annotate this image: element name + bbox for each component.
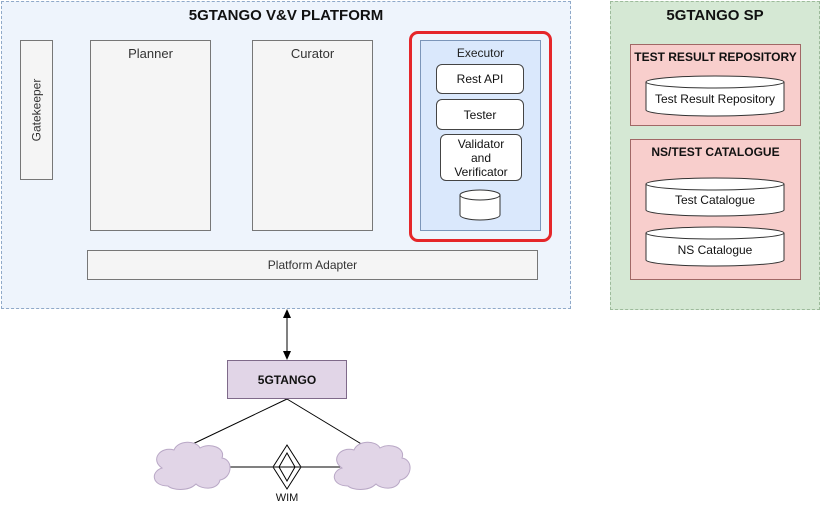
test-result-repository-title: TEST RESULT REPOSITORY xyxy=(634,50,797,64)
tester-label: Tester xyxy=(463,107,497,122)
adapter-to-node-arrow xyxy=(283,309,291,360)
wim-label: WIM xyxy=(275,492,299,504)
sp-title: 5GTANGO SP xyxy=(666,7,764,24)
rest-api-label: Rest API xyxy=(456,72,504,86)
link-right xyxy=(286,398,374,452)
right-cloud-icon xyxy=(333,441,411,490)
validator-label-line-2: and xyxy=(470,150,491,165)
curator-box[interactable]: Curator xyxy=(252,40,373,231)
executor-highlight xyxy=(409,31,552,242)
vv-platform-title: 5GTANGO V&V PLATFORM xyxy=(188,7,384,24)
platform-adapter-box[interactable]: Platform Adapter xyxy=(87,250,538,280)
test-catalogue-cylinder[interactable] xyxy=(645,177,785,217)
test-catalogue-label: Test Catalogue xyxy=(674,193,756,207)
validator-label-line-3: Verificator xyxy=(454,164,508,179)
curator-label: Curator xyxy=(290,46,335,61)
validator-label-line-1: Validator xyxy=(457,136,505,151)
rest-api-box[interactable]: Rest API xyxy=(436,64,524,94)
ns-catalogue-cylinder[interactable] xyxy=(645,226,785,267)
link-left xyxy=(177,398,288,452)
executor-label: Executor xyxy=(456,46,505,60)
tango-node-label: 5GTANGO xyxy=(257,372,317,387)
executor-database-icon xyxy=(459,189,501,221)
ns-catalogue-label: NS Catalogue xyxy=(677,243,753,257)
ns-test-catalogue-title: NS/TEST CATALOGUE xyxy=(651,145,780,159)
test-result-repository-cylinder[interactable] xyxy=(645,75,785,117)
tango-node-box[interactable]: 5GTANGO xyxy=(227,360,347,399)
test-result-repository-store-label: Test Result Repository xyxy=(654,92,776,106)
gatekeeper-box[interactable] xyxy=(20,40,53,180)
validator-box[interactable]: Validator and Verificator xyxy=(440,134,522,181)
wim-diamond-icon xyxy=(272,444,302,490)
planner-label: Planner xyxy=(128,46,173,61)
planner-box[interactable]: Planner xyxy=(90,40,211,231)
left-cloud-icon xyxy=(153,441,231,490)
tester-box[interactable]: Tester xyxy=(436,99,524,130)
platform-adapter-label: Platform Adapter xyxy=(267,258,358,272)
